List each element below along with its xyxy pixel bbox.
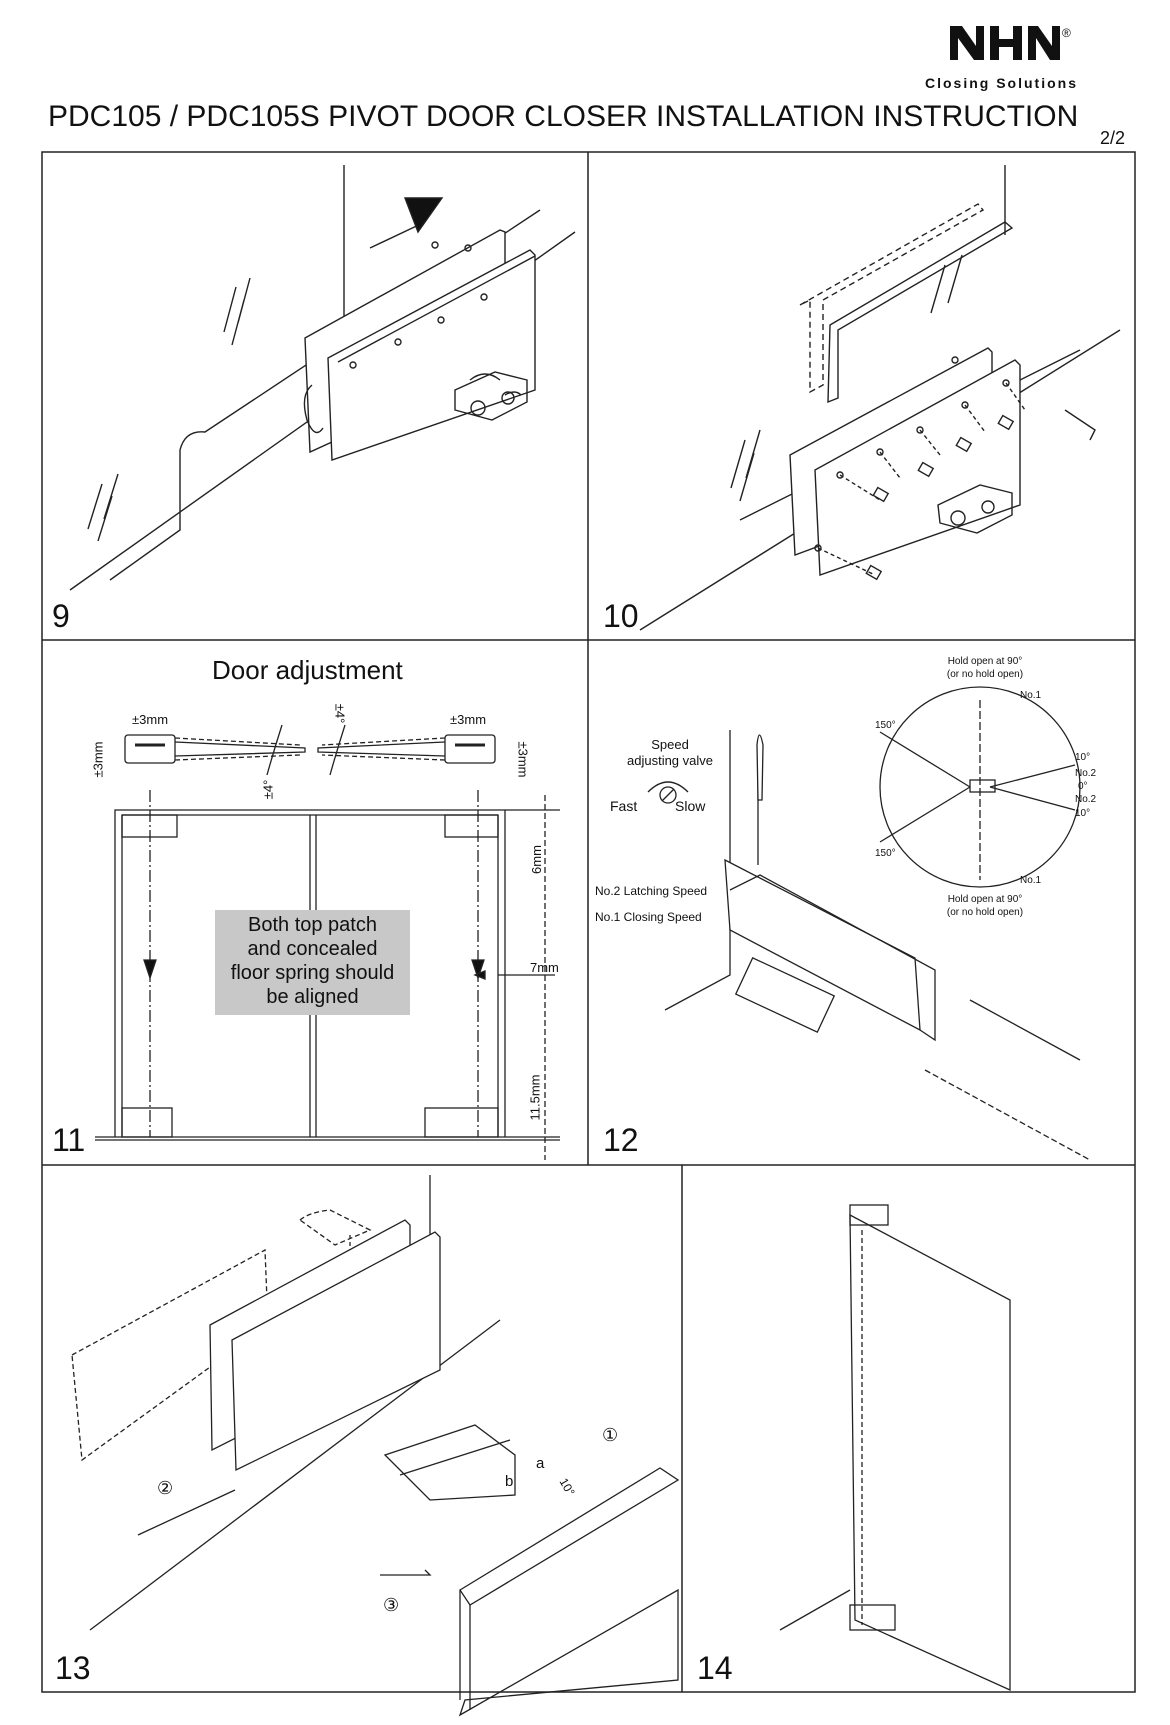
nhn-logo	[950, 26, 1060, 60]
angle-no2-top: No.2	[1075, 768, 1097, 779]
callout-1: ①	[602, 1425, 619, 1445]
callout-b: b	[505, 1473, 514, 1490]
latching-speed-label: No.2 Latching Speed	[595, 884, 708, 898]
speed-valve-line-1: Speed	[651, 737, 689, 752]
dim-pm3-b: ±3mm	[90, 741, 106, 778]
hold-open-top-line-2: (or no hold open)	[946, 669, 1024, 680]
dim-pm4-a: ±4°	[332, 703, 348, 724]
angle-10-top: 10°	[1075, 752, 1091, 763]
note-line-4: be aligned	[266, 986, 359, 1008]
angle-10-bottom: 10°	[1075, 808, 1091, 819]
callout-2: ②	[157, 1478, 174, 1498]
speed-valve-label: Speed adjusting valve	[610, 737, 730, 769]
slow-label: Slow	[675, 798, 706, 814]
note-line-3: floor spring should	[230, 962, 395, 984]
page-title: PDC105 / PDC105S PIVOT DOOR CLOSER INSTA…	[48, 100, 1079, 133]
dim-pm3-d: ±3mm	[515, 741, 531, 778]
dim-gap-top: 6mm	[528, 845, 544, 874]
step-number-13: 13	[55, 1650, 91, 1686]
angle-no1-bottom: No.1	[1020, 875, 1042, 886]
step-10-illustration	[639, 165, 1121, 631]
angle-150-bottom: 150°	[875, 848, 896, 859]
hold-open-bottom: Hold open at 90° (or no hold open)	[925, 893, 1045, 919]
step-number-10: 10	[603, 598, 639, 634]
brand-subtitle: Closing Solutions	[925, 75, 1078, 91]
alignment-note-box	[215, 910, 410, 1015]
step-13-illustration	[71, 1175, 680, 1717]
page-number: 2/2	[1100, 128, 1126, 148]
step-number-9: 9	[52, 598, 70, 634]
note-line-1: Both top patch	[248, 914, 377, 936]
speed-valve-icon	[647, 781, 689, 804]
step-9-illustration	[69, 165, 576, 591]
registered-mark: ®	[1062, 26, 1071, 40]
angle-no2-bottom: No.2	[1075, 794, 1097, 805]
dim-pm3-a: ±3mm	[132, 712, 169, 727]
angle-150-top: 150°	[875, 720, 896, 731]
panel-grid	[41, 151, 1136, 1693]
alignment-note: Both top patch and concealed floor sprin…	[215, 913, 410, 1009]
fast-label: Fast	[610, 798, 638, 814]
step-number-14: 14	[697, 1650, 733, 1686]
door-adjustment-heading: Door adjustment	[212, 655, 403, 685]
step-11-illustration	[95, 724, 560, 1160]
angle-no1-top: No.1	[1020, 690, 1042, 701]
hold-open-top-line-1: Hold open at 90°	[947, 656, 1023, 667]
step-number-11: 11	[52, 1122, 86, 1158]
hold-open-bottom-line-2: (or no hold open)	[946, 907, 1024, 918]
dim-pm4-b: ±4°	[260, 779, 276, 800]
step-14-illustration	[779, 1204, 1011, 1692]
step-12-illustration	[664, 686, 1091, 1161]
speed-valve-line-2: adjusting valve	[627, 753, 713, 768]
dim-pm3-c: ±3mm	[450, 712, 487, 727]
note-line-2: and concealed	[247, 938, 378, 960]
closing-speed-label: No.1 Closing Speed	[595, 910, 702, 924]
dim-gap-side: 7mm	[530, 960, 559, 975]
step-number-12: 12	[603, 1122, 639, 1158]
angle-0: 0°	[1078, 781, 1088, 792]
callout-a: a	[536, 1455, 545, 1472]
hold-open-bottom-line-1: Hold open at 90°	[947, 894, 1023, 905]
hold-open-top: Hold open at 90° (or no hold open)	[925, 655, 1045, 681]
callout-3: ③	[383, 1595, 400, 1615]
dim-gap-bottom: 11.5mm	[527, 1074, 543, 1121]
